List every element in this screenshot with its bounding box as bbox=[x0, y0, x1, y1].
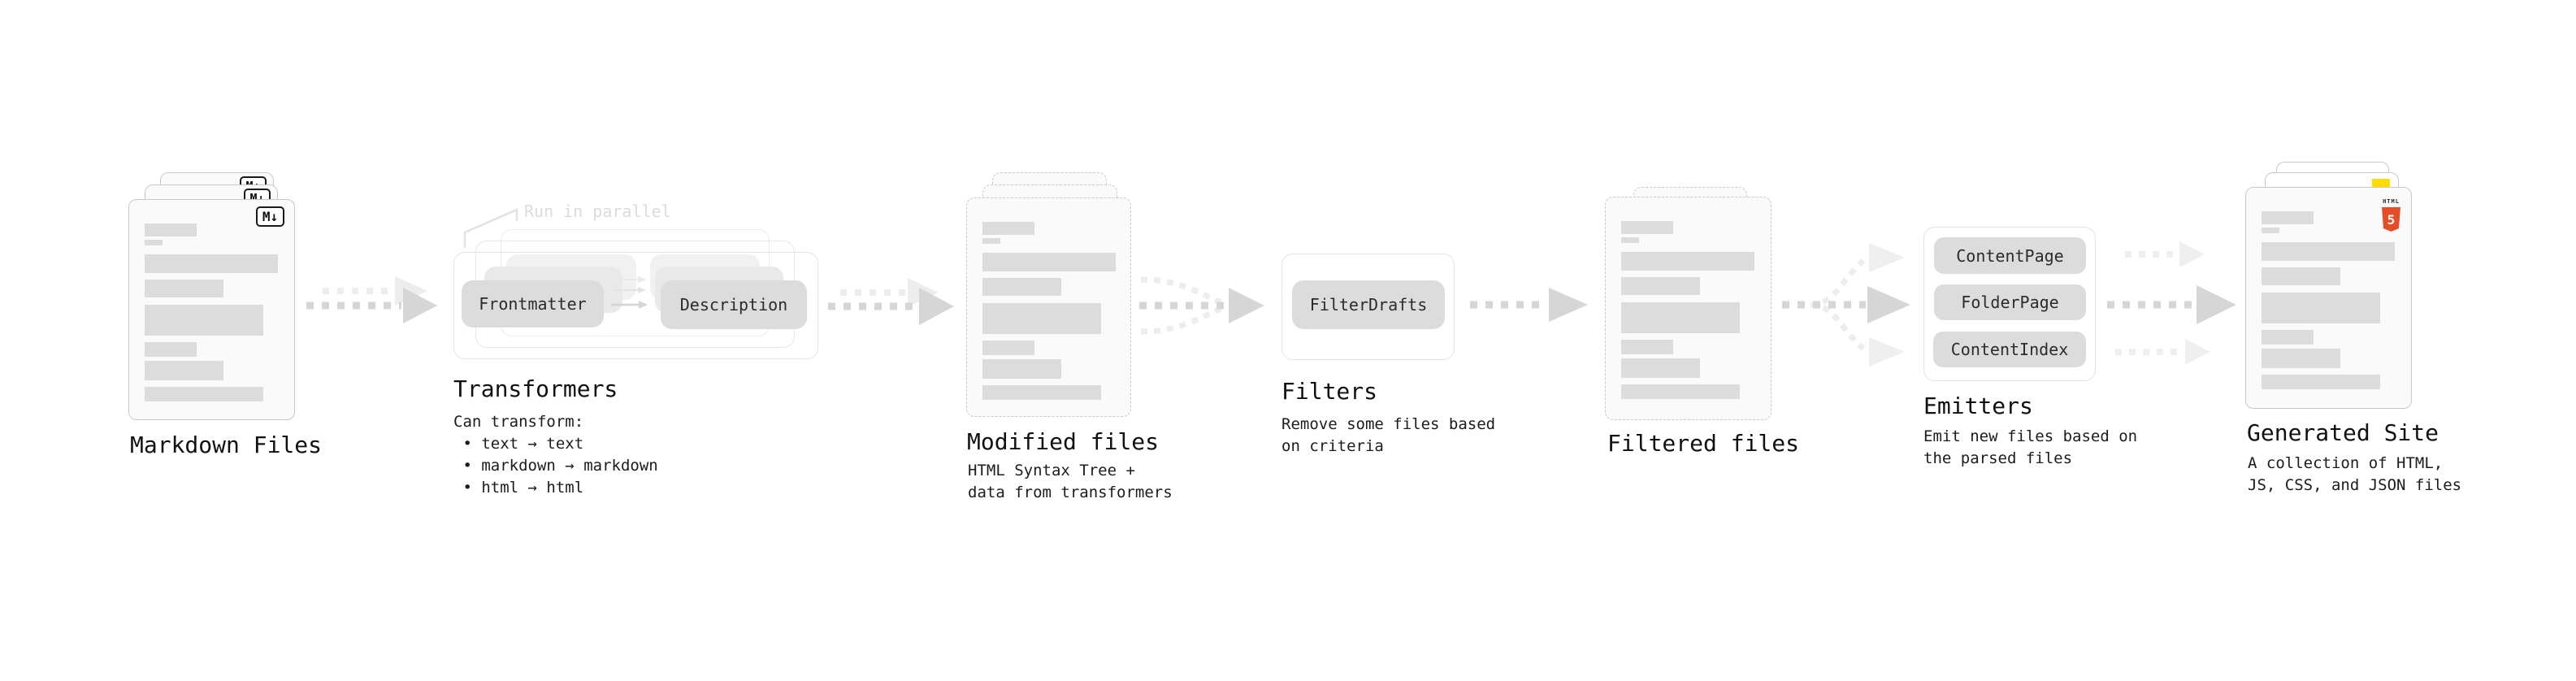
subtitle-line: HTML Syntax Tree + bbox=[968, 462, 1135, 479]
contentindex-box: ContentIndex bbox=[1933, 332, 2086, 367]
filters-subtitle: Remove some files based on criteria bbox=[1281, 414, 1495, 458]
markdown-icon: M↓ bbox=[256, 206, 284, 227]
placeholder-bar bbox=[982, 385, 1101, 400]
placeholder-bar bbox=[145, 254, 278, 273]
bullet-line: • markdown → markdown bbox=[462, 457, 658, 475]
arrow-filters-to-filtered-icon bbox=[1470, 288, 1588, 322]
bullet-line: • html → html bbox=[462, 479, 584, 497]
placeholder-bar bbox=[2262, 267, 2340, 285]
arrow-filtered-to-emitters-icon bbox=[1782, 243, 1910, 367]
placeholder-bar bbox=[982, 278, 1061, 296]
subtitle-line: on criteria bbox=[1281, 437, 1384, 455]
subtitle-line: Can transform: bbox=[453, 413, 584, 431]
placeholder-bar bbox=[982, 222, 1034, 235]
stage-label-generated-site: Generated Site bbox=[2247, 419, 2439, 446]
filtered-file-card bbox=[1605, 197, 1772, 420]
stage-label-markdown-files: Markdown Files bbox=[130, 432, 323, 458]
placeholder-bar bbox=[2262, 293, 2380, 323]
html5-word: HTML bbox=[2383, 198, 2400, 205]
placeholder-bar bbox=[1621, 252, 1754, 271]
modified-file-card bbox=[966, 197, 1131, 417]
frontmatter-box: Frontmatter bbox=[462, 280, 604, 327]
placeholder-bar bbox=[145, 342, 197, 357]
stage-label-transformers: Transformers bbox=[453, 375, 618, 402]
callout-line-icon bbox=[463, 208, 518, 248]
subtitle-line: JS, CSS, and JSON files bbox=[2248, 476, 2462, 494]
stage-label-filtered-files: Filtered files bbox=[1607, 430, 1800, 457]
arrow-transformers-to-modified-icon bbox=[828, 278, 954, 325]
emitters-frame bbox=[1923, 227, 2096, 381]
html5-number: 5 bbox=[2387, 211, 2396, 228]
stage-label-modified-files: Modified files bbox=[967, 428, 1160, 455]
transformers-subtitle: Can transform: • text → text • markdown … bbox=[453, 411, 658, 499]
placeholder-bar bbox=[982, 303, 1101, 334]
html5-icon: HTML 5 bbox=[2380, 191, 2402, 232]
placeholder-bar bbox=[2262, 242, 2395, 261]
placeholder-bar bbox=[145, 240, 163, 245]
stage-label-emitters: Emitters bbox=[1923, 393, 2033, 419]
run-in-parallel-note: Run in parallel bbox=[524, 202, 671, 221]
stage-label-filters: Filters bbox=[1281, 378, 1378, 405]
arrow-modified-to-filters-icon bbox=[1139, 276, 1264, 335]
placeholder-bar bbox=[1621, 340, 1673, 354]
generated-site-card: HTML 5 bbox=[2245, 187, 2412, 409]
generated-site-subtitle: A collection of HTML, JS, CSS, and JSON … bbox=[2248, 453, 2461, 497]
arrow-emitters-to-site-icon bbox=[2107, 241, 2236, 365]
contentpage-box: ContentPage bbox=[1934, 237, 2086, 274]
javascript-icon bbox=[2372, 179, 2390, 188]
placeholder-bar bbox=[1621, 277, 1700, 295]
placeholder-bar bbox=[2262, 330, 2314, 345]
placeholder-bar bbox=[1621, 237, 1639, 243]
placeholder-bar bbox=[145, 361, 223, 380]
placeholder-bar bbox=[982, 359, 1061, 379]
placeholder-bar bbox=[982, 238, 1000, 244]
folderpage-box: FolderPage bbox=[1934, 284, 2086, 320]
placeholder-bar bbox=[982, 340, 1034, 355]
placeholder-bar bbox=[2262, 211, 2314, 224]
filterdrafts-box: FilterDrafts bbox=[1292, 280, 1445, 329]
transform-step-arrows-icon bbox=[611, 276, 648, 309]
placeholder-bar bbox=[1621, 384, 1740, 399]
placeholder-bar bbox=[2262, 228, 2279, 233]
bullet-line: • text → text bbox=[462, 435, 584, 453]
placeholder-bar bbox=[2262, 375, 2380, 389]
subtitle-line: data from transformers bbox=[968, 484, 1173, 501]
subtitle-line: A collection of HTML, bbox=[2248, 454, 2444, 472]
placeholder-bar bbox=[145, 387, 263, 401]
placeholder-bar bbox=[1621, 221, 1673, 234]
placeholder-bar bbox=[1621, 302, 1740, 333]
placeholder-bar bbox=[145, 305, 263, 336]
transformer-layer-front bbox=[453, 252, 818, 359]
subtitle-line: Emit new files based on bbox=[1923, 427, 2138, 445]
subtitle-line: the parsed files bbox=[1923, 449, 2073, 467]
filters-frame bbox=[1281, 254, 1455, 360]
subtitle-line: Remove some files based bbox=[1281, 415, 1496, 433]
modified-files-subtitle: HTML Syntax Tree + data from transformer… bbox=[968, 460, 1173, 504]
emitters-subtitle: Emit new files based on the parsed files bbox=[1923, 426, 2137, 470]
html5-shield: 5 bbox=[2382, 207, 2400, 232]
arrow-markdown-to-transformers-icon bbox=[306, 276, 437, 323]
placeholder-bar bbox=[982, 253, 1116, 271]
placeholder-bar bbox=[1621, 358, 1700, 378]
markdown-file-card: M↓ bbox=[128, 199, 295, 420]
description-box: Description bbox=[661, 280, 807, 329]
placeholder-bar bbox=[145, 223, 197, 236]
placeholder-bar bbox=[2262, 349, 2340, 368]
placeholder-bar bbox=[145, 280, 223, 297]
